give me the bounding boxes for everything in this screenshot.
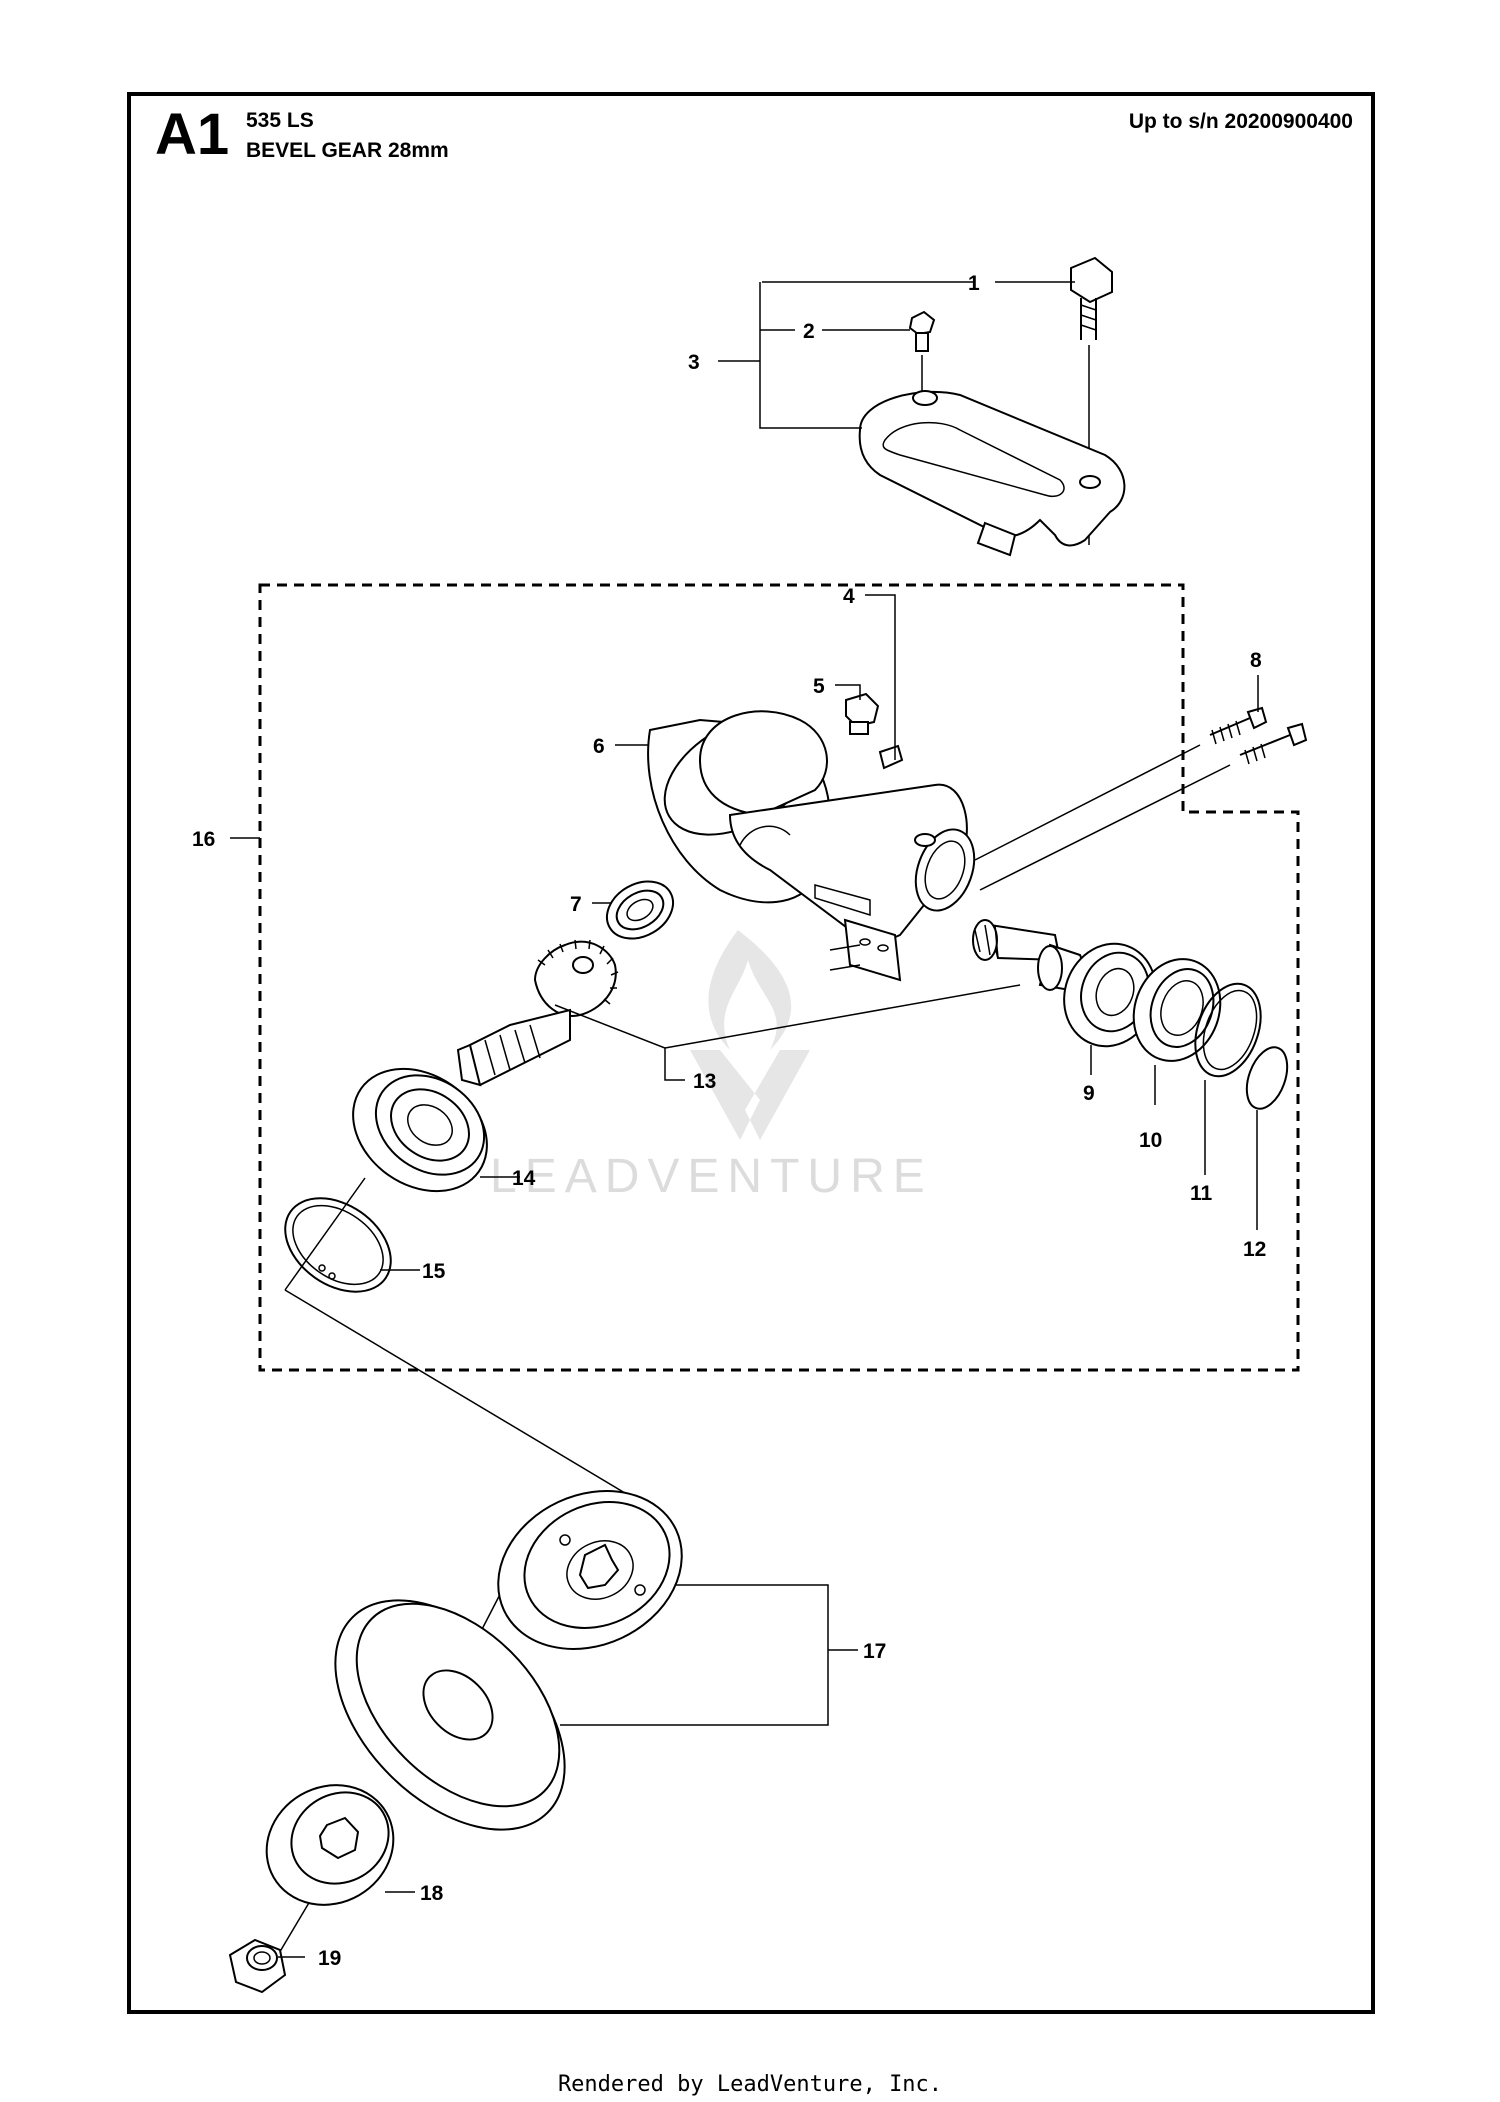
- diagram-title: BEVEL GEAR 28mm: [246, 139, 449, 162]
- part-12-circlip: [1245, 1046, 1289, 1110]
- part-1-screw: [1070, 256, 1113, 545]
- part-11-ring: [1194, 982, 1262, 1078]
- callout-5: 5: [813, 675, 825, 698]
- part-18-cup: [265, 1784, 395, 1906]
- callout-7: 7: [570, 893, 582, 916]
- serial-range: Up to s/n 20200900400: [1128, 110, 1353, 133]
- callout-4: 4: [843, 585, 855, 608]
- part-6-housing: [647, 710, 976, 982]
- part-4-key: [878, 744, 904, 770]
- part-19-nut: [228, 1938, 287, 1994]
- callout-3: 3: [688, 351, 700, 374]
- callout-2: 2: [803, 320, 815, 343]
- kit-boundary: [258, 583, 1300, 1372]
- callout-13: 13: [693, 1070, 716, 1093]
- callout-11: 11: [1190, 1182, 1213, 1205]
- watermark: LEADVENTURE: [490, 930, 933, 1203]
- part-15-circlip: [284, 1197, 392, 1293]
- part-5-plug: [845, 692, 880, 735]
- footer-credit: Rendered by LeadVenture, Inc.: [557, 2072, 943, 2097]
- part-7-bearing: [606, 880, 674, 940]
- part-14-bearing: [352, 1067, 488, 1193]
- watermark-text: LEADVENTURE: [490, 1150, 933, 1203]
- callout-6: 6: [593, 735, 605, 758]
- part-17-flange: [334, 1490, 683, 1831]
- leader-lines: [230, 281, 1259, 1958]
- diagram-frame: [127, 92, 1375, 2014]
- model-label: 535 LS: [246, 109, 314, 132]
- callout-1: 1: [968, 272, 980, 295]
- part-13-gears: [456, 919, 1083, 1087]
- part-8-screws: [974, 706, 1308, 891]
- callout-10: 10: [1139, 1129, 1162, 1152]
- callout-14: 14: [512, 1167, 536, 1190]
- callout-18: 18: [420, 1882, 444, 1905]
- callout-15: 15: [422, 1260, 446, 1283]
- callouts: 1 2 3 4 5 6 7 8 9 10 11 12 13 14 15 16 1…: [192, 272, 1266, 1970]
- part-10-seal: [1132, 958, 1222, 1062]
- callout-17: 17: [863, 1640, 886, 1663]
- part-3-cover: [858, 390, 1126, 557]
- part-2-screw: [908, 310, 936, 395]
- callout-12: 12: [1243, 1238, 1266, 1261]
- callout-8: 8: [1250, 649, 1262, 672]
- page-code: A1: [155, 102, 230, 167]
- callout-16: 16: [192, 828, 215, 851]
- callout-9: 9: [1083, 1082, 1095, 1105]
- callout-19: 19: [318, 1947, 341, 1970]
